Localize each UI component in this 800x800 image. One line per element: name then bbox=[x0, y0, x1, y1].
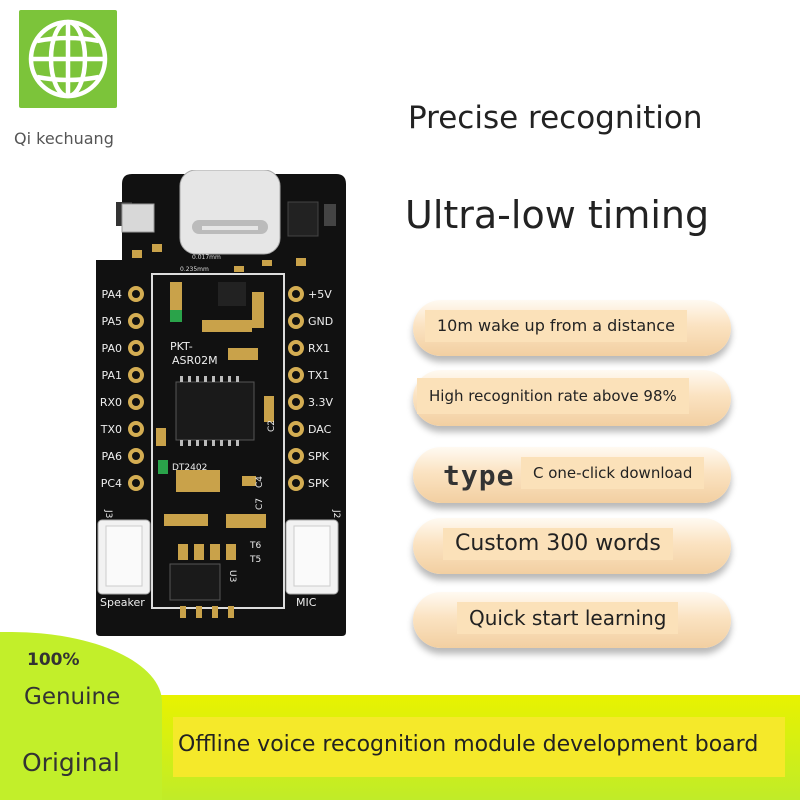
pin-label: TX0 bbox=[100, 423, 122, 436]
svg-text:U3: U3 bbox=[227, 570, 237, 582]
asr-chip bbox=[175, 381, 255, 441]
asr-board-illustration: 0.017mm 0.235mm PKT- ASR02M DT2402 C2 C4… bbox=[96, 170, 346, 636]
svg-text:J2: J2 bbox=[331, 509, 341, 518]
svg-text:C2: C2 bbox=[267, 420, 277, 432]
pin-label: PA0 bbox=[102, 342, 122, 355]
brand-logo bbox=[19, 10, 117, 108]
feature-label: Quick start learning bbox=[457, 602, 679, 634]
svg-text:J3: J3 bbox=[103, 509, 113, 518]
pin-pad bbox=[128, 475, 144, 491]
svg-text:C4: C4 bbox=[255, 476, 265, 488]
svg-text:T6: T6 bbox=[249, 541, 261, 551]
small-marking: 0.235mm bbox=[180, 266, 209, 273]
chip-label: DT2402 bbox=[172, 463, 207, 473]
pin-label: GND bbox=[308, 315, 333, 328]
feature-prefix: type bbox=[443, 459, 515, 492]
speaker-label: Speaker bbox=[100, 596, 145, 609]
headline-precise: Precise recognition bbox=[408, 100, 703, 136]
feature-pill-words: Custom 300 words bbox=[413, 518, 731, 574]
u3-chip bbox=[169, 563, 221, 601]
feature-pill-wake: 10m wake up from a distance bbox=[413, 300, 731, 356]
pin-pad bbox=[128, 394, 144, 410]
pin-pad bbox=[288, 340, 304, 356]
badge-percent: 100% bbox=[27, 650, 80, 670]
pin-label: SPK bbox=[308, 450, 330, 463]
pin-pad bbox=[128, 367, 144, 383]
feature-label: 10m wake up from a distance bbox=[425, 310, 687, 342]
pin-label: +5V bbox=[308, 288, 332, 301]
pin-pad bbox=[128, 313, 144, 329]
pin-pad bbox=[128, 340, 144, 356]
pin-pad bbox=[288, 421, 304, 437]
product-banner: Offline voice recognition module develop… bbox=[173, 717, 785, 777]
pin-label: RX0 bbox=[100, 396, 122, 409]
feature-pill-rate: High recognition rate above 98% bbox=[413, 370, 731, 426]
pin-pad bbox=[288, 475, 304, 491]
pin-label: PA1 bbox=[102, 369, 122, 382]
svg-text:T5: T5 bbox=[249, 555, 261, 565]
usb-marking: 0.017mm bbox=[192, 254, 221, 261]
pin-pad bbox=[288, 313, 304, 329]
globe-icon bbox=[28, 19, 108, 99]
pin-pad bbox=[128, 448, 144, 464]
model-text-2: ASR02M bbox=[172, 354, 218, 367]
pin-label: TX1 bbox=[307, 369, 329, 382]
pin-pad bbox=[128, 286, 144, 302]
pin-pad bbox=[128, 421, 144, 437]
headline-timing: Ultra-low timing bbox=[405, 193, 710, 237]
pin-label: DAC bbox=[308, 423, 332, 436]
badge-original: Original bbox=[22, 748, 120, 777]
model-text-1: PKT- bbox=[170, 340, 193, 353]
feature-label: High recognition rate above 98% bbox=[417, 378, 689, 414]
pin-label: PA5 bbox=[102, 315, 122, 328]
feature-label: C one-click download bbox=[521, 457, 705, 489]
pin-label: PA6 bbox=[102, 450, 122, 463]
banner-text: Offline voice recognition module develop… bbox=[178, 732, 759, 757]
usb-c-connector bbox=[179, 170, 281, 255]
feature-pill-learning: Quick start learning bbox=[413, 592, 731, 648]
feature-pill-typec: type C one-click download bbox=[413, 447, 731, 503]
tact-switch bbox=[121, 203, 155, 233]
pin-label: PC4 bbox=[101, 477, 122, 490]
pin-pad bbox=[288, 448, 304, 464]
brand-name: Qi kechuang bbox=[14, 129, 114, 148]
feature-label: Custom 300 words bbox=[443, 528, 673, 560]
pin-label: PA4 bbox=[102, 288, 122, 301]
pin-label: RX1 bbox=[308, 342, 330, 355]
svg-text:C7: C7 bbox=[255, 498, 265, 510]
badge-genuine: Genuine bbox=[24, 684, 121, 710]
pin-pad bbox=[288, 367, 304, 383]
pin-pad bbox=[288, 394, 304, 410]
pin-pad bbox=[288, 286, 304, 302]
mic-label: MIC bbox=[296, 596, 317, 609]
pin-label: SPK bbox=[308, 477, 330, 490]
pin-label: 3.3V bbox=[308, 396, 333, 409]
